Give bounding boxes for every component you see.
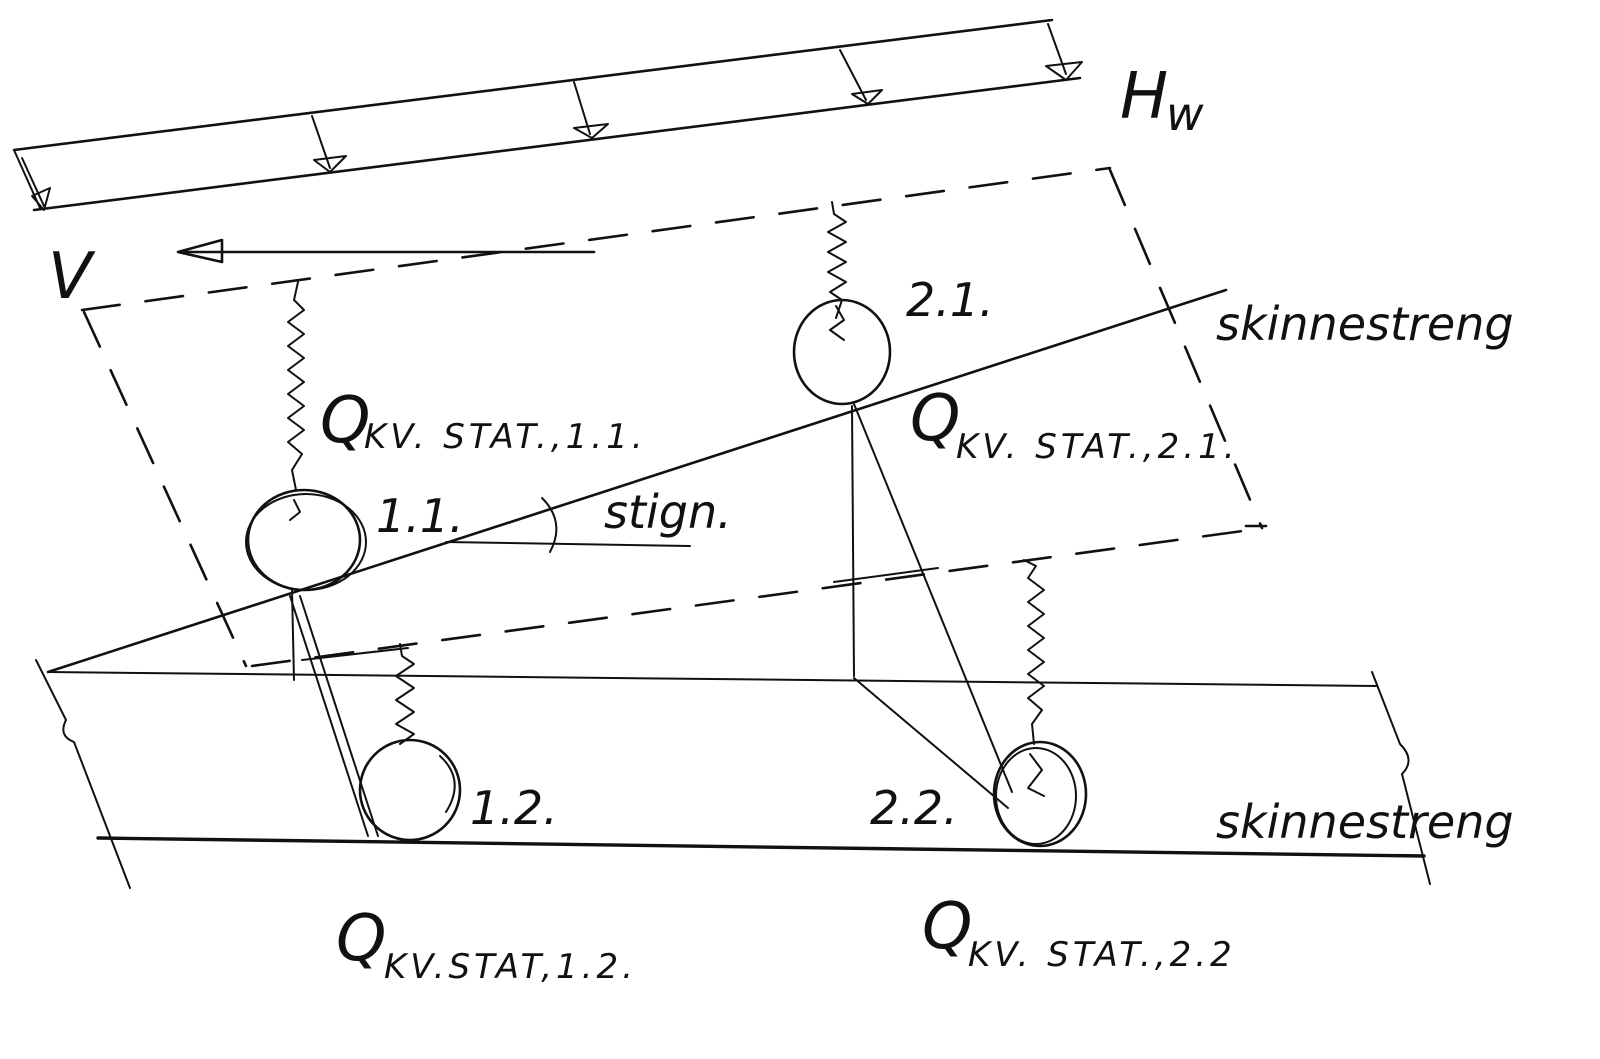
spring-11 (287, 281, 305, 491)
wind-arrow-5 (1045, 23, 1083, 81)
load-subscript-21: KV. STAT.,2.1. (956, 427, 1239, 467)
wheel-label-21: 2.1. (906, 273, 994, 327)
wind-arrow-3 (573, 81, 609, 139)
wind-arrow-4 (839, 49, 883, 105)
load-symbol-21: Q (910, 382, 960, 456)
wind-symbol: H (1120, 60, 1168, 134)
wind-load-strip (12, 18, 1083, 212)
load-label-11: Q KV. STAT.,1.1. (320, 384, 647, 458)
wheel-label-11: 1.1. (376, 489, 464, 543)
load-label-12: Q KV.STAT,1.2. (336, 902, 637, 987)
wind-load-label: H w (1120, 60, 1204, 141)
wheel-22 (992, 740, 1088, 848)
horizontal-reference (47, 671, 1377, 687)
load-symbol-12: Q (336, 902, 386, 976)
wheel-11 (245, 488, 367, 592)
load-label-21: Q KV. STAT.,2.1. (910, 382, 1239, 467)
wind-arrow-2 (311, 115, 347, 173)
load-subscript-12: KV.STAT,1.2. (384, 947, 637, 987)
velocity-indicator: V (48, 238, 596, 314)
gradient-label: stign. (604, 485, 732, 539)
section-break-left (35, 659, 131, 889)
wheel-21 (792, 298, 892, 406)
spring-22 (1023, 559, 1045, 745)
section-break-right (1371, 671, 1431, 885)
wind-arrow-1 (21, 157, 51, 211)
load-subscript-22: KV. STAT.,2.2 (968, 935, 1236, 975)
rail-lower-label: skinnestreng (1216, 795, 1514, 849)
wagon-body-upper (80, 166, 1268, 668)
rail-lower (96, 836, 1426, 858)
spring-21 (827, 201, 847, 319)
wheel-12 (358, 738, 462, 842)
velocity-label: V (48, 240, 96, 314)
rail-upper-label: skinnestreng (1216, 297, 1514, 351)
wheel-label-12: 1.2. (470, 781, 558, 835)
load-label-22: Q KV. STAT.,2.2 (922, 890, 1236, 975)
wind-subscript: w (1166, 87, 1204, 141)
spring-12 (395, 643, 415, 745)
rail-upper (46, 288, 1228, 674)
load-subscript-11: KV. STAT.,1.1. (364, 417, 647, 457)
gradient-angle: stign. (445, 485, 732, 553)
wheel-label-22: 2.2. (870, 781, 958, 835)
load-symbol-11: Q (320, 384, 370, 458)
load-symbol-22: Q (922, 890, 972, 964)
wagon-body-lower (250, 528, 1252, 668)
support-lines (289, 403, 1013, 837)
